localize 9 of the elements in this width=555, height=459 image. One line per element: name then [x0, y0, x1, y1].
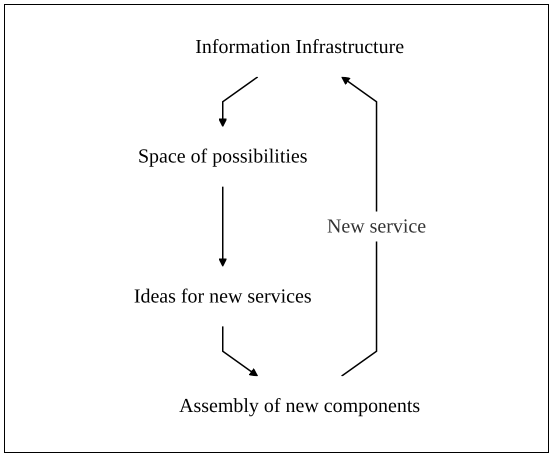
node-text: Ideas for new services [133, 284, 312, 307]
node-text: Information Infrastructure [194, 35, 404, 58]
arrow [218, 186, 227, 266]
arrow [222, 326, 258, 376]
node-text: Assembly of new components [178, 394, 420, 417]
node-text: Space of possibilities [137, 145, 308, 168]
edge-label: New service [326, 215, 426, 237]
arrow [340, 76, 377, 376]
arrow [218, 76, 258, 127]
